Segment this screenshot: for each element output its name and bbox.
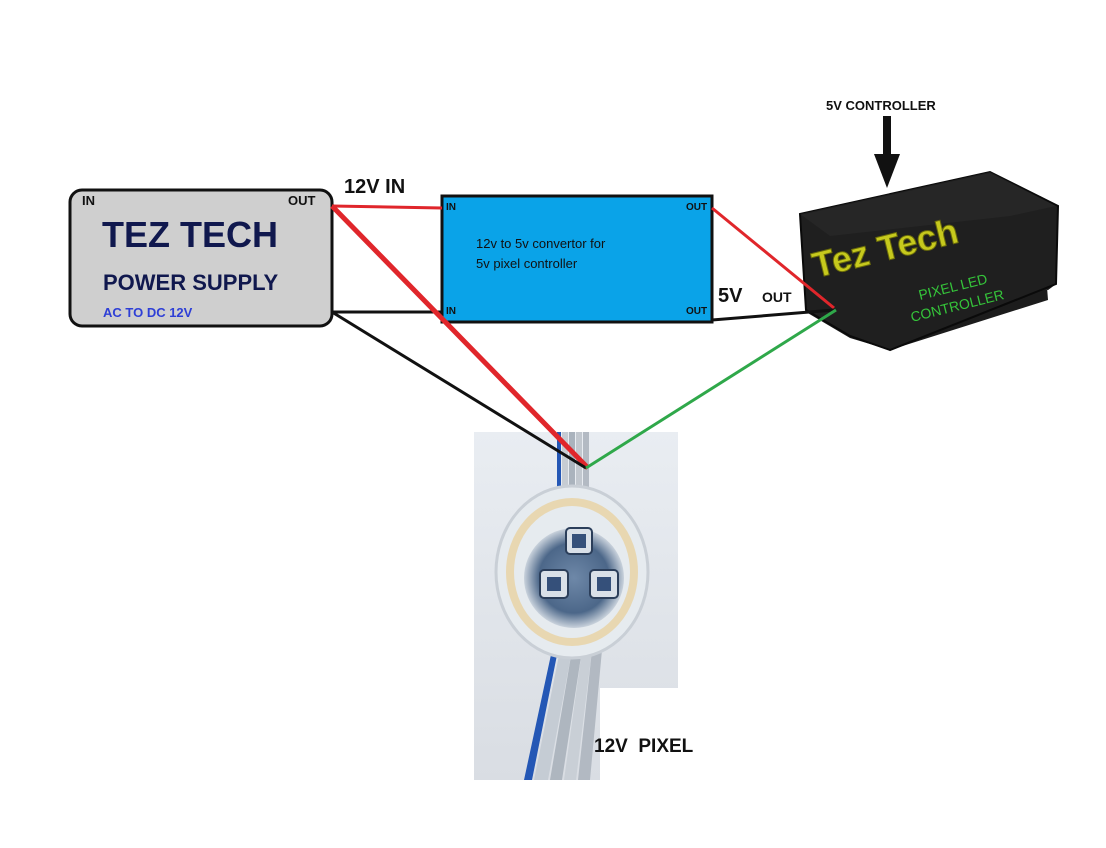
power-supply-in-label: IN <box>82 193 95 208</box>
converter-out-bottom-label: OUT <box>686 306 707 317</box>
wire-black-converter-to-controller <box>711 308 835 322</box>
controller-top-highlight <box>800 172 1056 236</box>
power-supply-out-label: OUT <box>288 193 316 208</box>
power-supply-box <box>68 188 334 328</box>
converter-in-bottom-label: IN <box>446 306 456 317</box>
output-voltage-label: 5V <box>718 285 743 307</box>
down-arrow-icon <box>874 116 900 188</box>
pixel-cable-top <box>557 432 589 512</box>
wires <box>330 204 837 470</box>
pixel-led-icon <box>539 527 619 599</box>
converter: IN IN OUT OUT 12v to 5v convertor for 5v… <box>440 194 714 324</box>
wire-green-controller-to-pixel <box>585 308 837 470</box>
pixel-controller: Tez Tech PIXEL LED CONTROLLER <box>798 170 1060 352</box>
pixel-caption: 12V PIXEL <box>594 736 694 757</box>
power-supply-subtitle: AC TO DC 12V <box>103 305 193 320</box>
wire-red-converter-to-controller <box>711 206 835 310</box>
power-supply-brand: TEZ TECH <box>102 214 278 255</box>
power-supply: IN OUT TEZ TECH POWER SUPPLY AC TO DC 12… <box>68 188 334 328</box>
converter-description-line1: 12v to 5v convertor for <box>476 236 606 251</box>
pixel-led-photo: 12V PIXEL <box>474 432 694 780</box>
input-voltage-label: 12V IN <box>344 176 405 198</box>
output-voltage-suffix: OUT <box>762 289 792 305</box>
converter-box <box>440 194 714 324</box>
converter-out-top-label: OUT <box>686 202 707 213</box>
converter-in-top-label: IN <box>446 202 456 213</box>
pixel-led-board <box>524 528 624 628</box>
controller-caption: 5V CONTROLLER <box>826 98 936 113</box>
pixel-caption-patch <box>600 688 678 780</box>
wire-black-psu-to-pixel <box>331 310 587 470</box>
converter-description-line2: 5v pixel controller <box>476 256 578 271</box>
pixel-housing-ring <box>506 498 638 646</box>
pixel-cable-bottom <box>524 650 602 780</box>
power-supply-title: POWER SUPPLY <box>103 270 279 295</box>
wire-red-psu-to-pixel <box>330 204 590 470</box>
wire-red-psu-to-converter <box>331 204 443 210</box>
